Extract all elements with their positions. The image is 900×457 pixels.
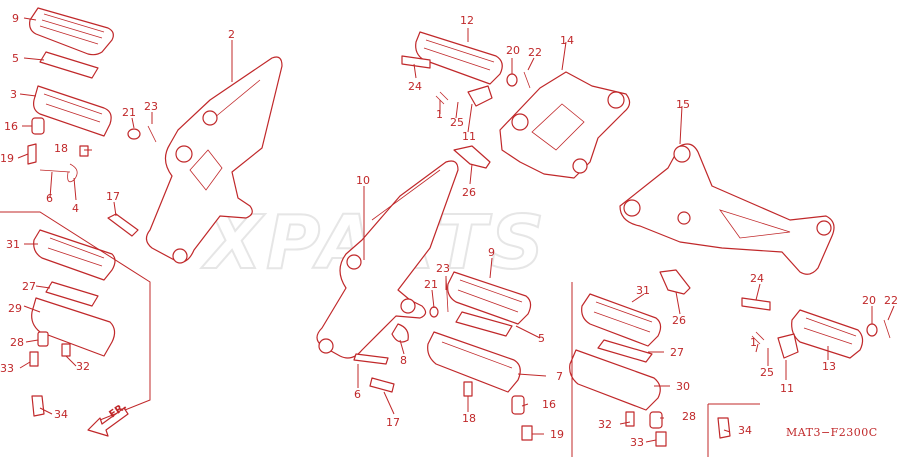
part-label: 28: [682, 410, 696, 423]
part-label: 29: [8, 302, 22, 315]
leader-lines: [17, 17, 895, 443]
part-label: 21: [424, 278, 438, 291]
part-label: 2: [228, 28, 235, 41]
part-label: 20: [862, 294, 876, 307]
part-label: 11: [780, 382, 794, 395]
part-label: 15: [676, 98, 690, 111]
part-label: 24: [750, 272, 764, 285]
part-label: 25: [450, 116, 464, 129]
part-label: 22: [884, 294, 898, 307]
left-step-group: FR.: [0, 7, 283, 437]
part-label: 20: [506, 44, 520, 57]
part-label: 12: [460, 14, 474, 27]
part-label: 6: [354, 388, 361, 401]
part-label: 25: [760, 366, 774, 379]
part-label: 5: [538, 332, 545, 345]
part-label: 31: [636, 284, 650, 297]
part-label: 4: [72, 202, 79, 215]
part-label: 28: [10, 336, 24, 349]
part-label: 14: [560, 34, 574, 47]
part-label: 26: [672, 314, 686, 327]
part-label: 22: [528, 46, 542, 59]
part-label: 27: [22, 280, 36, 293]
part-label: 19: [0, 152, 14, 165]
part-label: 32: [598, 418, 612, 431]
part-label: 23: [144, 100, 158, 113]
part-label: 19: [550, 428, 564, 441]
part-label: 34: [738, 424, 752, 437]
part-label: 30: [676, 380, 690, 393]
part-label: 33: [630, 436, 644, 449]
part-label: 34: [54, 408, 68, 421]
part-label: 11: [462, 130, 476, 143]
part-label: 31: [6, 238, 20, 251]
diagram-code: MAT3−F2300C: [786, 426, 878, 439]
part-label: 21: [122, 106, 136, 119]
part-label: 3: [10, 88, 17, 101]
center-step-group: [316, 31, 631, 441]
part-label: 13: [822, 360, 836, 373]
callout-labels: 9 5 3 16 19 6 4 18 21 23 17 2 31 27 29 2…: [0, 12, 898, 449]
part-label: 17: [386, 416, 400, 429]
part-label: 5: [12, 52, 19, 65]
part-label: 18: [54, 142, 68, 155]
right-step-group: [569, 143, 891, 457]
part-label: 1: [436, 108, 443, 121]
part-label: 10: [356, 174, 370, 187]
part-label: 16: [4, 120, 18, 133]
part-label: 17: [106, 190, 120, 203]
part-label: 27: [670, 346, 684, 359]
part-label: 16: [542, 398, 556, 411]
part-label: 33: [0, 362, 14, 375]
part-label: 9: [12, 12, 19, 25]
part-label: 26: [462, 186, 476, 199]
part-label: 6: [46, 192, 53, 205]
part-label: 7: [556, 370, 563, 383]
part-label: 8: [400, 354, 407, 367]
part-label: 18: [462, 412, 476, 425]
part-label: 24: [408, 80, 422, 93]
part-label: 9: [488, 246, 495, 259]
part-label: 23: [436, 262, 450, 275]
part-label: 1: [750, 336, 757, 349]
part-label: 32: [76, 360, 90, 373]
